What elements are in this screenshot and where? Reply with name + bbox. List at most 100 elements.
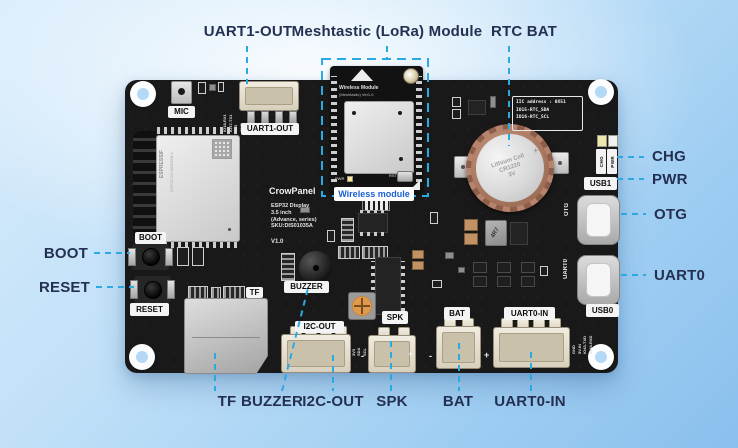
chg-led — [597, 135, 607, 147]
module-rst-silk: RST — [389, 173, 397, 178]
uart0-silk-label: UART0 — [563, 259, 569, 280]
esp32-pin1-dot — [228, 228, 231, 231]
header-footprint — [341, 218, 354, 242]
shield-hole — [352, 111, 356, 115]
smd-transistor — [473, 276, 487, 287]
mounting-hole — [588, 79, 614, 105]
smd-transistor — [521, 262, 535, 273]
mic-silk-label: MIC — [168, 106, 195, 118]
callout-boot: BOOT — [43, 245, 88, 262]
callout-tf: TF — [217, 393, 237, 410]
bat-connector — [436, 326, 481, 369]
callout-uart0-in: UART0-IN — [494, 393, 566, 410]
smd-capacitor — [464, 219, 478, 231]
smd-component — [490, 96, 496, 108]
version-silk: V1.0 — [271, 239, 284, 245]
bat-minus-mark: - — [429, 351, 432, 361]
button-cap — [143, 280, 162, 299]
usb1-silk-label: USB1 — [584, 177, 617, 190]
connector-recess — [499, 333, 564, 362]
button-cap — [141, 248, 160, 266]
usb-tongue — [586, 263, 611, 297]
spk-plus-mark: + — [408, 349, 414, 359]
ic-pins — [401, 261, 405, 311]
pwr-led — [608, 135, 618, 147]
callout-otg: OTG — [654, 206, 688, 223]
callout-rtc-bat: RTC BAT — [490, 23, 558, 40]
smd-component — [452, 109, 461, 119]
esp32-antenna — [133, 131, 156, 240]
chg-silk-label: CHG — [596, 149, 606, 174]
usb-tongue — [586, 203, 611, 237]
smd-capacitor — [464, 233, 478, 245]
callout-chg: CHG — [652, 148, 686, 165]
mic-port-hole — [178, 88, 185, 95]
uart1-out-silk-label: UART1-OUT — [241, 123, 299, 135]
esp32-castellations — [157, 127, 237, 134]
ic-chip — [510, 222, 528, 245]
module-castellations — [416, 76, 422, 182]
product-info-silk: ESP32 Display 3.5 inch (Advance, series)… — [271, 203, 317, 230]
power-inductor: 4R7 — [485, 220, 507, 246]
smd-component — [458, 267, 465, 273]
mounting-hole — [129, 344, 155, 370]
callout-uart1-out: UART1-OUT — [203, 23, 293, 40]
rtc-info-silk-box: IIC address : 0X51 IO15-RTC_SDA IO16-RTC… — [512, 96, 583, 131]
module-castellations — [331, 76, 337, 182]
crowpanel-logo-text: CrowPanel — [269, 186, 316, 196]
shield-hole — [399, 157, 403, 161]
callout-spk: SPK — [376, 393, 408, 410]
callout-meshtastic-lora-module: Meshtastic (LoRa) Module — [291, 23, 483, 40]
spk-connector — [368, 335, 416, 373]
smd-capacitor — [412, 261, 424, 270]
smd-transistor — [497, 262, 511, 273]
connector-recess — [374, 341, 410, 367]
callout-reset: RESET — [38, 279, 90, 296]
rtc-coin-cell: Lithium Cell CR1220 3V — [467, 125, 553, 211]
i2c-out-connector — [281, 334, 351, 373]
smd-transistor — [473, 262, 487, 273]
smd-component — [432, 280, 442, 288]
i2c-out-silk-label: I2C-OUT — [295, 321, 344, 333]
header-footprint — [338, 246, 360, 259]
rtc-battery-holder: Lithium Cell CR1220 3V + — [466, 124, 554, 212]
callout-uart0: UART0 — [654, 267, 706, 284]
smd-component — [452, 97, 461, 107]
header-footprint — [223, 286, 245, 299]
smd-component — [300, 207, 310, 213]
esp32-qr-code — [212, 139, 232, 159]
spk-silk-label: SPK — [382, 311, 408, 324]
connector-recess — [287, 340, 345, 367]
uart1-out-connector — [239, 81, 299, 111]
otg-usb-c-port — [577, 195, 620, 245]
bat-silk-label: BAT — [444, 307, 470, 320]
bat-plus-mark: + — [484, 350, 490, 360]
callout-buzzer: BUZZER — [240, 393, 304, 410]
ic-chip — [358, 213, 388, 233]
buzzer-component — [299, 251, 332, 284]
smd-component — [198, 82, 206, 94]
smd-component — [540, 266, 548, 276]
wireless-module-tag: Wireless module — [334, 187, 414, 201]
tf-card-slot — [184, 298, 268, 374]
smd-component — [445, 252, 454, 259]
connector-recess — [245, 87, 293, 105]
ic-pins — [360, 232, 386, 236]
button-contact — [165, 248, 173, 266]
ic-pins — [371, 261, 375, 311]
uart0-in-connector — [493, 327, 570, 368]
buzzer-silk-label: BUZZER — [284, 281, 329, 293]
header-footprint — [211, 287, 221, 299]
smd-component — [430, 212, 438, 224]
shield-hole — [398, 111, 402, 115]
button-contact — [128, 248, 136, 266]
wireless-module-title: Wireless Module — [339, 85, 379, 91]
smd-component — [218, 82, 224, 92]
button-contact — [167, 280, 175, 299]
pwr-silk-label: PWR — [607, 149, 617, 174]
pot-cross — [354, 305, 370, 307]
boot-button — [128, 244, 173, 270]
otg-silk-label: OTG — [564, 203, 570, 216]
button-contact — [130, 280, 138, 299]
